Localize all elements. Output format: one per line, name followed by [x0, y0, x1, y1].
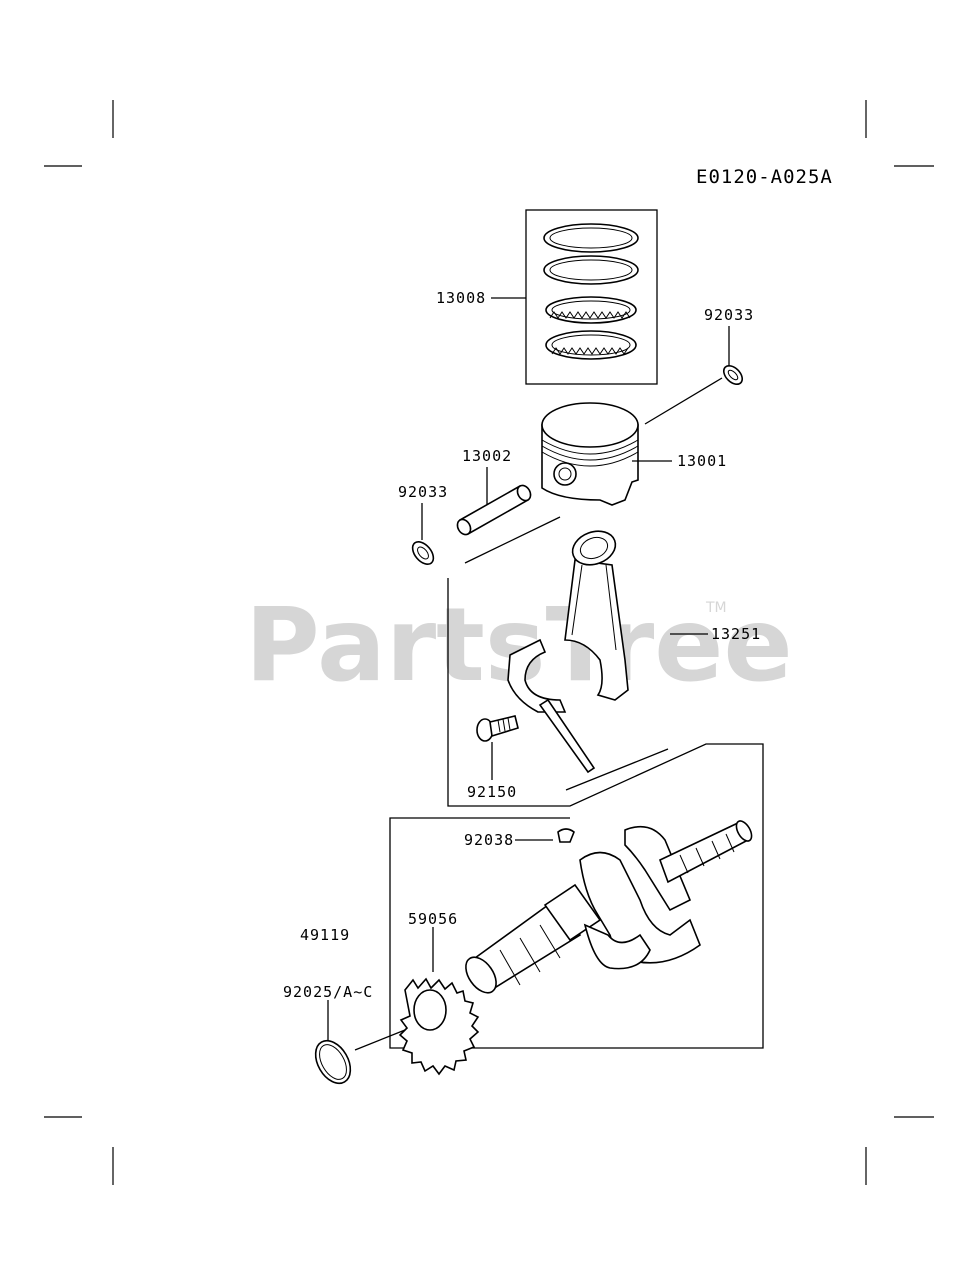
- label-59056: 59056: [408, 910, 458, 928]
- piston-ring-set[interactable]: [525, 209, 658, 385]
- watermark-trademark: TM: [705, 600, 727, 616]
- connecting-rod[interactable]: [564, 525, 629, 701]
- label-92033-right: 92033: [704, 306, 754, 324]
- label-49119: 49119: [300, 926, 350, 944]
- label-13251: 13251: [711, 625, 761, 643]
- label-13001: 13001: [677, 452, 727, 470]
- label-13002: 13002: [462, 447, 512, 465]
- label-92025: 92025/A~C: [283, 983, 373, 1001]
- piston-pin[interactable]: [455, 483, 533, 537]
- crop-marks: [44, 100, 934, 1185]
- rod-bolt[interactable]: [476, 715, 519, 742]
- label-13008: 13008: [436, 289, 486, 307]
- key[interactable]: [557, 828, 575, 843]
- rod-cap[interactable]: [507, 638, 596, 774]
- retainer-ring-right[interactable]: [720, 362, 745, 387]
- crankshaft-gear[interactable]: [398, 977, 480, 1076]
- label-92150: 92150: [467, 783, 517, 801]
- crankshaft[interactable]: [460, 818, 755, 998]
- piston[interactable]: [541, 402, 639, 506]
- circlip[interactable]: [309, 1035, 358, 1090]
- label-92038: 92038: [464, 831, 514, 849]
- label-92033-left: 92033: [398, 483, 448, 501]
- retainer-ring-left[interactable]: [409, 538, 438, 568]
- diagram-code: E0120-A025A: [696, 166, 833, 188]
